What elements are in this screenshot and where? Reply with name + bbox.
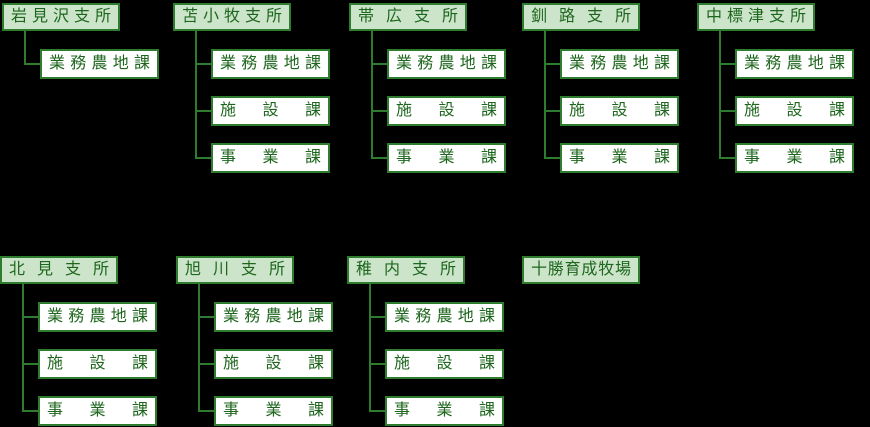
connector-tick xyxy=(719,110,735,112)
dept-box-shisetsu: 施設課 xyxy=(385,349,504,379)
connector-tick xyxy=(371,110,387,112)
dept-box-jigyo: 事業課 xyxy=(385,396,504,426)
dept-box-gyomu-nochi: 業務農地課 xyxy=(560,49,679,79)
connector-tick xyxy=(369,363,385,365)
dept-box-shisetsu: 施設課 xyxy=(38,349,157,379)
branch-nakashibetsu: 中標津支所 業務農地課 施設課 事業課 xyxy=(697,3,857,175)
connector-tick xyxy=(371,157,387,159)
branch-tokachi-ikusei-bokujo: 十勝育成牧場 xyxy=(522,256,682,427)
dept-box-gyomu-nochi: 業務農地課 xyxy=(735,49,854,79)
dept-box-shisetsu: 施設課 xyxy=(211,96,330,126)
connector-tick xyxy=(719,157,735,159)
connector-tick xyxy=(198,316,214,318)
connector-tick xyxy=(544,63,560,65)
branch-kitami: 北見支所 業務農地課 施設課 事業課 xyxy=(0,256,160,427)
connector-vline xyxy=(369,282,371,412)
connector-tick xyxy=(22,410,38,412)
branch-box-tomakomai: 苫小牧支所 xyxy=(173,3,291,31)
connector-tick xyxy=(198,410,214,412)
connector-vline xyxy=(371,29,373,159)
dept-box-shisetsu: 施設課 xyxy=(214,349,333,379)
connector-tick xyxy=(24,63,40,65)
connector-tick xyxy=(195,63,211,65)
dept-box-jigyo: 事業課 xyxy=(214,396,333,426)
connector-tick xyxy=(369,316,385,318)
connector-tick xyxy=(22,316,38,318)
dept-box-gyomu-nochi: 業務農地課 xyxy=(385,302,504,332)
dept-box-shisetsu: 施設課 xyxy=(387,96,506,126)
branch-kushiro: 釧路支所 業務農地課 施設課 事業課 xyxy=(522,3,682,175)
connector-tick xyxy=(369,410,385,412)
connector-tick xyxy=(544,110,560,112)
connector-vline xyxy=(719,29,721,159)
dept-box-shisetsu: 施設課 xyxy=(735,96,854,126)
branch-wakkanai: 稚内支所 業務農地課 施設課 事業課 xyxy=(347,256,507,427)
branch-box-wakkanai: 稚内支所 xyxy=(347,256,465,284)
connector-tick xyxy=(719,63,735,65)
dept-box-jigyo: 事業課 xyxy=(735,143,854,173)
connector-vline xyxy=(22,282,24,412)
connector-vline xyxy=(198,282,200,412)
branch-obihiro: 帯広支所 業務農地課 施設課 事業課 xyxy=(349,3,509,175)
connector-tick xyxy=(22,363,38,365)
branch-tomakomai: 苫小牧支所 業務農地課 施設課 事業課 xyxy=(173,3,333,175)
dept-box-jigyo: 事業課 xyxy=(387,143,506,173)
dept-box-gyomu-nochi: 業務農地課 xyxy=(40,49,159,79)
dept-box-jigyo: 事業課 xyxy=(560,143,679,173)
branch-iwamizawa: 岩見沢支所 業務農地課 xyxy=(2,3,162,175)
branch-box-iwamizawa: 岩見沢支所 xyxy=(2,3,120,31)
dept-box-jigyo: 事業課 xyxy=(38,396,157,426)
dept-box-gyomu-nochi: 業務農地課 xyxy=(38,302,157,332)
dept-box-shisetsu: 施設課 xyxy=(560,96,679,126)
branch-box-kitami: 北見支所 xyxy=(0,256,118,284)
branch-box-kushiro: 釧路支所 xyxy=(522,3,640,31)
connector-tick xyxy=(371,63,387,65)
connector-vline xyxy=(24,29,26,65)
branch-box-tokachi-ikusei-bokujo: 十勝育成牧場 xyxy=(522,256,640,284)
connector-tick xyxy=(195,157,211,159)
dept-box-gyomu-nochi: 業務農地課 xyxy=(214,302,333,332)
connector-vline xyxy=(195,29,197,159)
connector-tick xyxy=(544,157,560,159)
dept-box-gyomu-nochi: 業務農地課 xyxy=(387,49,506,79)
branch-asahikawa: 旭川支所 業務農地課 施設課 事業課 xyxy=(176,256,336,427)
connector-vline xyxy=(544,29,546,159)
connector-tick xyxy=(195,110,211,112)
branch-box-nakashibetsu: 中標津支所 xyxy=(697,3,815,31)
dept-box-gyomu-nochi: 業務農地課 xyxy=(211,49,330,79)
dept-box-jigyo: 事業課 xyxy=(211,143,330,173)
branch-box-obihiro: 帯広支所 xyxy=(349,3,467,31)
connector-tick xyxy=(198,363,214,365)
branch-box-asahikawa: 旭川支所 xyxy=(176,256,294,284)
